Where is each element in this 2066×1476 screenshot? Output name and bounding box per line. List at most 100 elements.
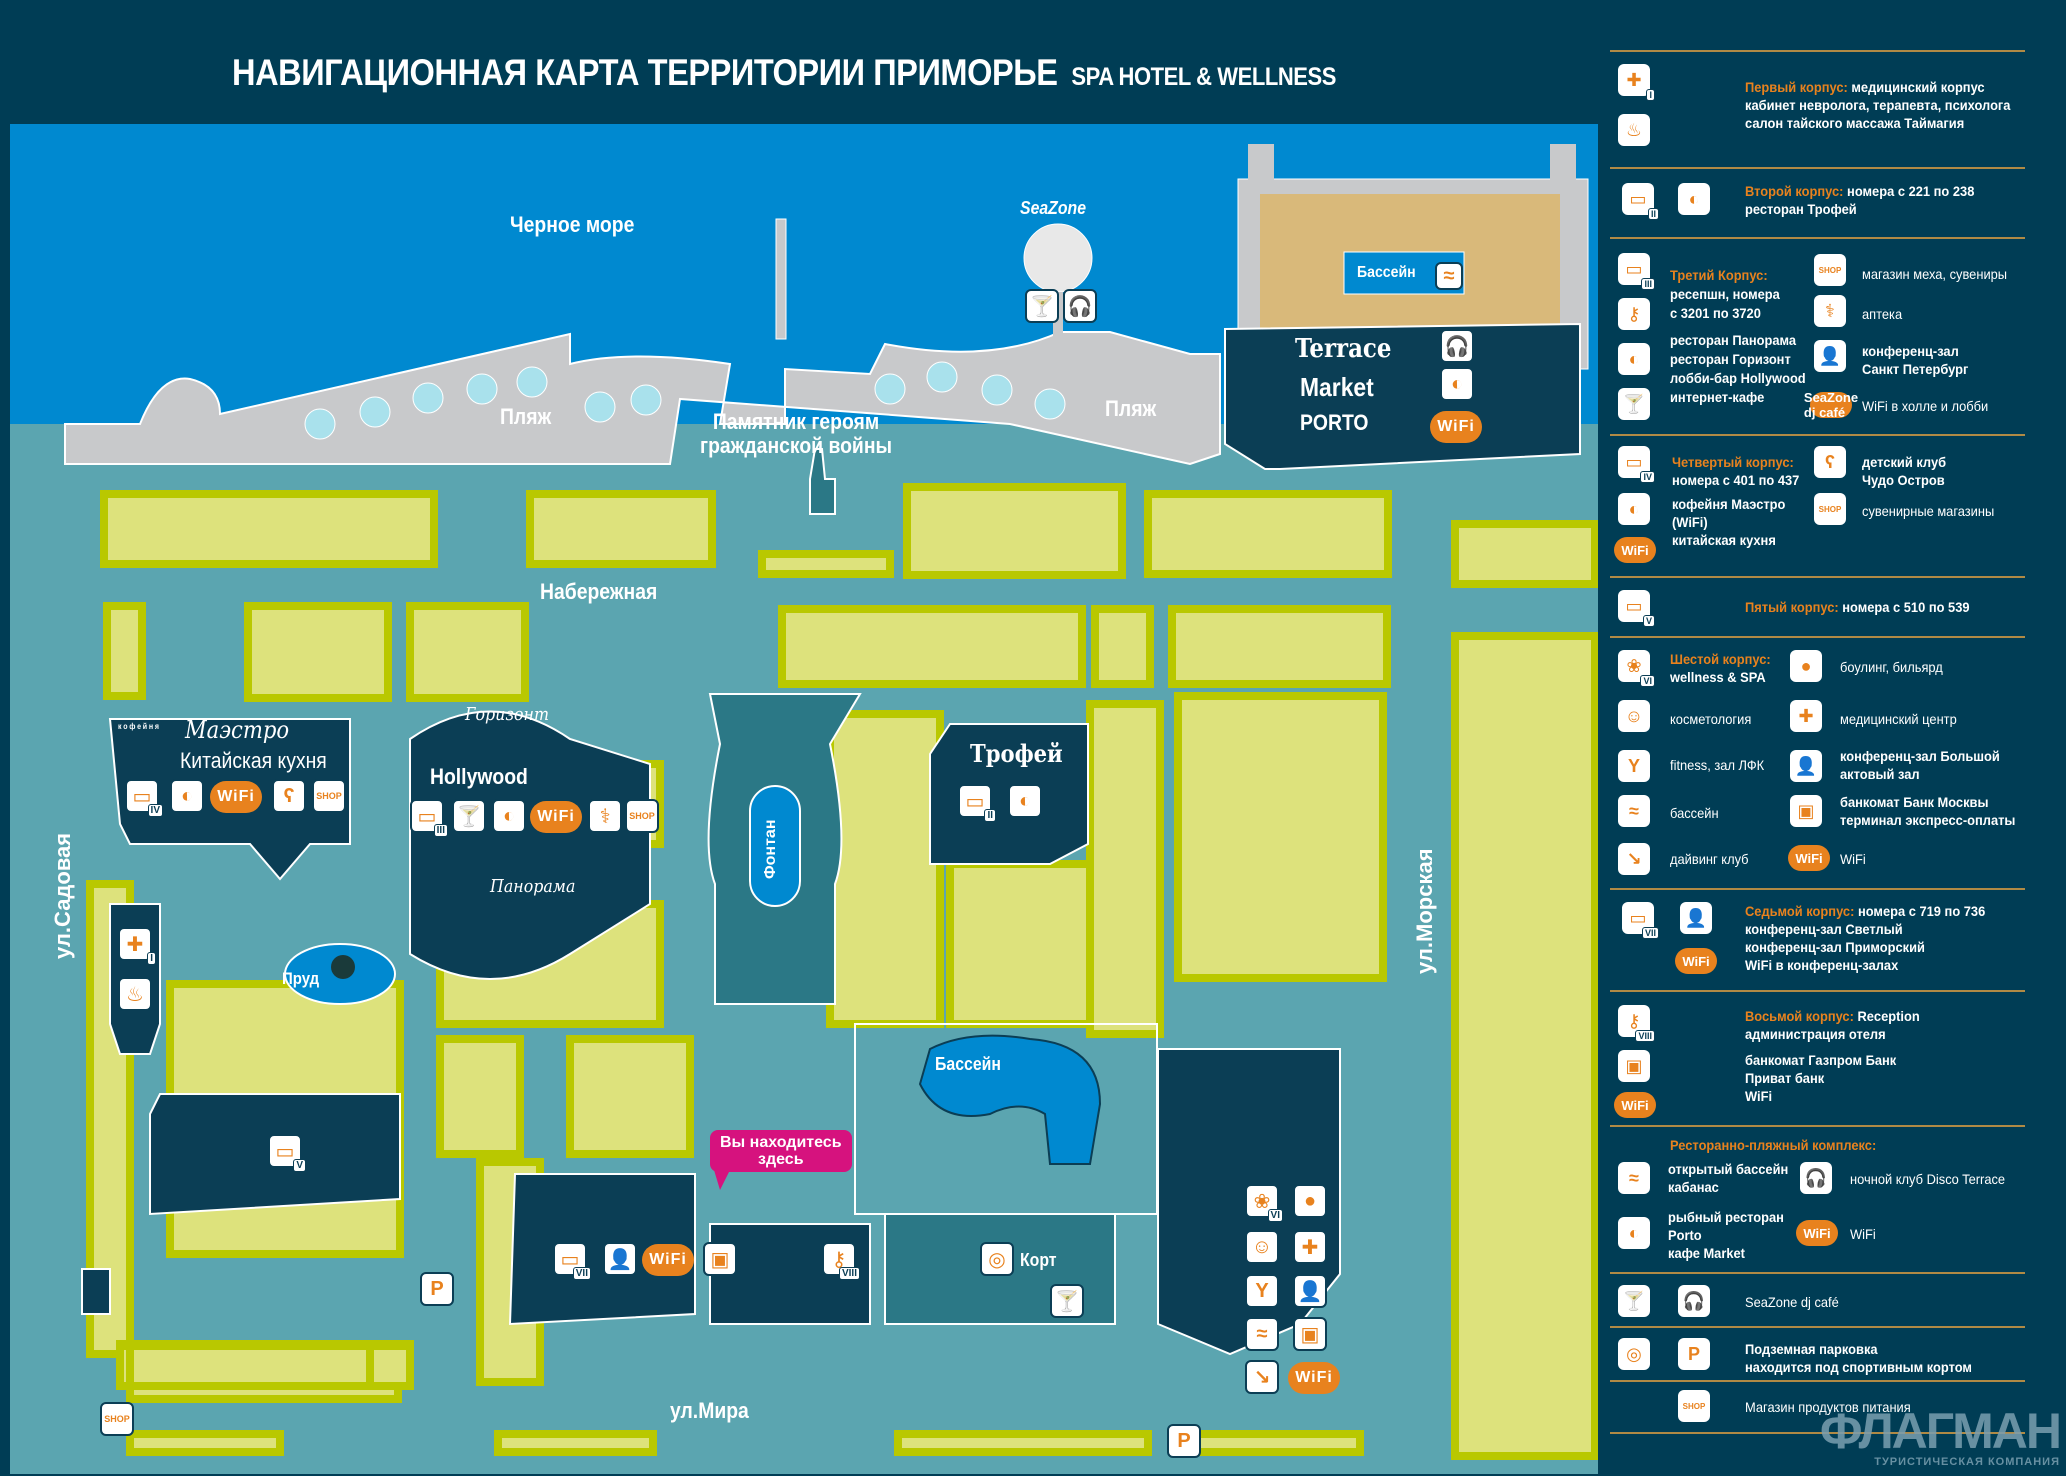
wifi-icon[interactable]: WiFi bbox=[530, 801, 582, 833]
wifi-icon: WiFi bbox=[1788, 845, 1830, 871]
key-icon[interactable]: ⚷VIII bbox=[822, 1242, 860, 1280]
restaurant-icon[interactable]: ◐ bbox=[1440, 367, 1474, 401]
medical-cross-icon[interactable]: ✚I bbox=[118, 927, 156, 965]
monument-label: Памятник героям гражданской войны bbox=[700, 410, 892, 458]
medical-cross-icon[interactable]: ✚ bbox=[1293, 1230, 1327, 1264]
shop-icon[interactable]: SHOP bbox=[100, 1402, 134, 1436]
legend-wifi-6: WiFi bbox=[1840, 851, 1866, 867]
seazone-dome bbox=[1023, 223, 1093, 293]
legend-separator bbox=[1610, 237, 2025, 239]
lawn bbox=[1091, 605, 1154, 688]
headphones-icon[interactable]: 🎧 bbox=[1063, 289, 1097, 323]
wifi-icon[interactable]: WiFi bbox=[210, 781, 262, 813]
medical-cross-icon: ✚ bbox=[1790, 700, 1822, 732]
hotel-room-icon[interactable]: ▭IV bbox=[125, 779, 163, 817]
parking-icon[interactable]: P bbox=[420, 1272, 454, 1306]
umbrella bbox=[516, 366, 548, 398]
atm-icon[interactable]: ▣ bbox=[703, 1242, 737, 1276]
umbrella bbox=[630, 384, 662, 416]
legend-disco-terrace: ночной клуб Disco Terrace bbox=[1850, 1171, 2006, 1187]
conference-icon[interactable]: 👤 bbox=[1293, 1274, 1327, 1308]
swimming-icon[interactable]: ≈ bbox=[1245, 1317, 1279, 1351]
hotel-room-icon[interactable]: ▭II bbox=[958, 784, 996, 822]
lawn bbox=[494, 1430, 657, 1456]
cocktail-icon[interactable]: 🍸 bbox=[1025, 289, 1059, 323]
maestro-prefix: кофейня bbox=[118, 722, 161, 731]
cocktail-icon[interactable]: 🍸 bbox=[1050, 1284, 1084, 1318]
fitness-icon: Y bbox=[1618, 750, 1650, 782]
pond-fountain bbox=[331, 955, 355, 979]
legend-separator bbox=[1610, 50, 2025, 52]
legend-cosmetology: косметология bbox=[1670, 711, 1752, 727]
trofey-logo: Трофей bbox=[970, 739, 1063, 768]
street-morskaya-label: ул.Морская bbox=[1412, 848, 1437, 974]
lawn bbox=[244, 602, 392, 702]
lawn bbox=[1144, 490, 1392, 578]
legend-separator bbox=[1610, 990, 2025, 992]
hotel-room-icon: ▭V bbox=[1618, 590, 1655, 627]
legend-separator bbox=[1610, 1432, 2025, 1434]
beach-label-right: Пляж bbox=[1105, 396, 1157, 421]
tower-right bbox=[1550, 144, 1576, 184]
diving-icon[interactable]: ↘ bbox=[1245, 1360, 1279, 1394]
lawn bbox=[566, 1035, 694, 1158]
swimming-icon[interactable]: ≈ bbox=[1435, 262, 1463, 290]
headphones-icon[interactable]: 🎧 bbox=[1440, 329, 1474, 363]
key-icon: ⚷VIII bbox=[1618, 1005, 1655, 1042]
tennis-court-icon[interactable]: ◎ bbox=[980, 1242, 1014, 1276]
lawn bbox=[1451, 520, 1598, 588]
massage-icon[interactable]: ♨ bbox=[118, 977, 152, 1011]
flagman-watermark: ФЛАГМАН ТУРИСТИЧЕСКАЯ КОМПАНИЯ bbox=[1820, 1406, 2062, 1468]
wifi-icon[interactable]: WiFi bbox=[1430, 411, 1482, 443]
hotel-room-icon: ▭II bbox=[1622, 183, 1659, 220]
monument-label-line1: Памятник героям bbox=[712, 409, 880, 434]
bowling-icon[interactable]: ● bbox=[1293, 1184, 1327, 1218]
diving-icon: ↘ bbox=[1618, 843, 1650, 875]
wifi-icon[interactable]: WiFi bbox=[1288, 1362, 1340, 1394]
tennis-court-icon: ◎ bbox=[1618, 1338, 1650, 1370]
lawn bbox=[436, 1035, 524, 1158]
fitness-icon[interactable]: Y bbox=[1245, 1274, 1279, 1308]
lawn bbox=[103, 602, 146, 700]
wifi-icon[interactable]: WiFi bbox=[642, 1244, 694, 1276]
parking-underground-icon[interactable]: P bbox=[1167, 1424, 1201, 1458]
conference-icon[interactable]: 👤 bbox=[603, 1242, 637, 1276]
umbrella bbox=[359, 396, 391, 428]
hotel-room-icon[interactable]: ▭V bbox=[268, 1134, 306, 1172]
territory-map[interactable]: Черное море Пляж Пляж Памятник героям гр… bbox=[10, 124, 1598, 1474]
shop-icon[interactable]: SHOP bbox=[312, 779, 346, 813]
pharmacy-icon[interactable]: ⚕ bbox=[588, 799, 622, 833]
lawn bbox=[1168, 605, 1391, 688]
lawn bbox=[903, 483, 1126, 579]
legend-separator bbox=[1610, 167, 2025, 169]
restaurant-icon[interactable]: ◐ bbox=[492, 799, 526, 833]
restaurant-icon: ◐ bbox=[1618, 493, 1650, 525]
lawn bbox=[126, 1342, 374, 1390]
cocktail-icon[interactable]: 🍸 bbox=[452, 799, 486, 833]
lawn bbox=[778, 605, 1086, 688]
restaurant-icon[interactable]: ◐ bbox=[170, 779, 204, 813]
legend-wifi-beach: WiFi bbox=[1850, 1226, 1876, 1242]
restaurant-icon[interactable]: ◐ bbox=[1008, 784, 1042, 818]
hotel-room-icon[interactable]: ▭III bbox=[410, 799, 448, 837]
restaurant-icon: ◐ bbox=[1618, 343, 1650, 375]
maestro-logo: Маэстро bbox=[185, 716, 290, 744]
shop-icon[interactable]: SHOP bbox=[625, 799, 659, 833]
legend-separator bbox=[1610, 636, 2025, 638]
hotel-room-icon[interactable]: ▭VII bbox=[553, 1242, 591, 1280]
legend-section-8: Восьмой корпус: Reception администрация … bbox=[1745, 1008, 1920, 1104]
embankment-label: Набережная bbox=[540, 579, 658, 604]
lotus-icon[interactable]: ❀VI bbox=[1245, 1184, 1283, 1222]
headphones-icon: 🎧 bbox=[1800, 1162, 1832, 1194]
legend-separator bbox=[1610, 1326, 2025, 1328]
lawn bbox=[100, 490, 438, 568]
legend-separator bbox=[1610, 1125, 2025, 1127]
wifi-icon: WiFi bbox=[1796, 1220, 1838, 1246]
legend-separator bbox=[1610, 1272, 2025, 1274]
lawn bbox=[126, 1430, 284, 1456]
atm-icon[interactable]: ▣ bbox=[1293, 1317, 1327, 1351]
teddy-bear-icon[interactable]: ʕ bbox=[272, 779, 306, 813]
cosmetology-icon[interactable]: ☺ bbox=[1245, 1230, 1279, 1264]
